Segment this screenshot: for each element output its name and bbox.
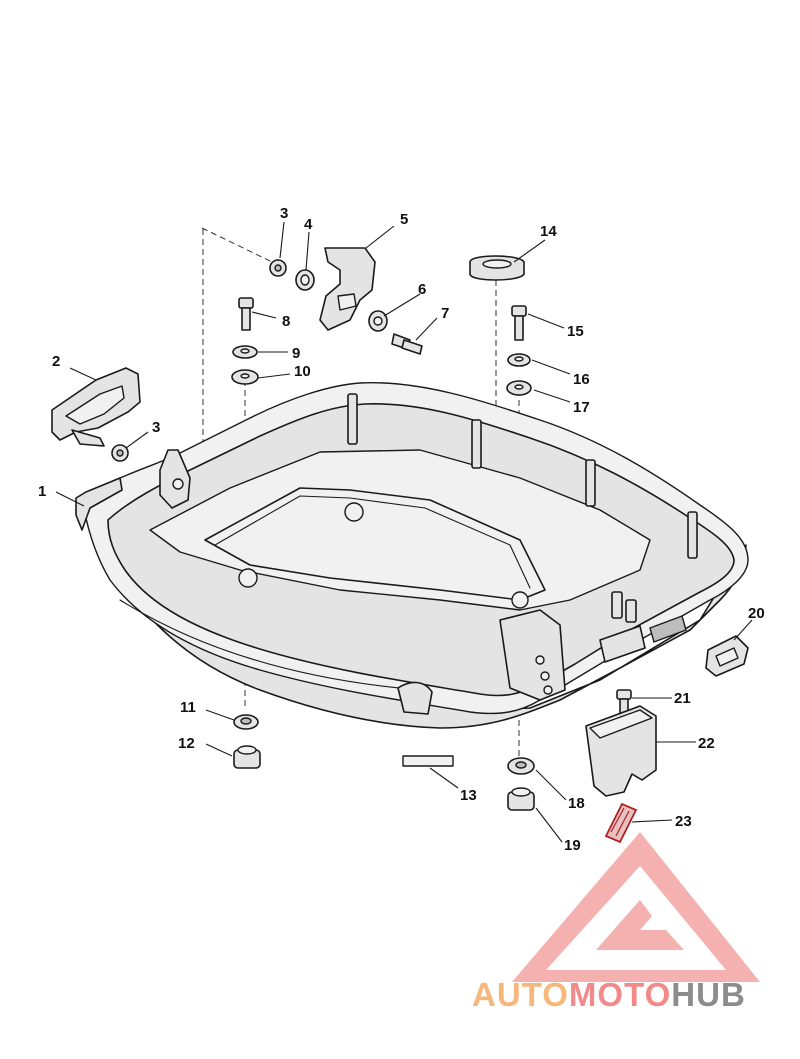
callout-13: 13 (460, 787, 477, 804)
clip-part-3-handle (111, 444, 129, 462)
bolt-part-15 (511, 305, 527, 341)
bolt-part-8 (238, 297, 254, 331)
callout-22: 22 (698, 735, 715, 752)
callout-1: 1 (38, 483, 46, 500)
washer-part-10 (231, 369, 259, 385)
callout-19: 19 (564, 837, 581, 854)
watermark-triangle-hook (596, 900, 684, 950)
callout-labels: 1 2 3 3 4 5 6 7 8 9 10 11 12 13 14 15 16… (38, 205, 765, 854)
bottom-cowl-part-1 (75, 382, 749, 729)
label-part-13 (402, 755, 454, 767)
washer-part-16 (507, 353, 531, 367)
callout-3-handle: 3 (152, 419, 160, 436)
callout-15: 15 (567, 323, 584, 340)
callout-21: 21 (674, 690, 691, 707)
watermark-logo (512, 832, 760, 982)
screw-part-21 (616, 689, 632, 716)
svg-text:AUTOMOTOHUB: AUTOMOTOHUB (472, 976, 746, 1013)
watermark-auto: AUTO (472, 976, 569, 1013)
bolt-part-7 (391, 333, 423, 355)
callout-11: 11 (180, 699, 196, 716)
handle-part-2 (51, 367, 141, 447)
bushing-part-19 (507, 787, 535, 811)
latch-plate-part-5 (319, 247, 376, 331)
washer-part-17 (506, 380, 532, 396)
grommet-part-14 (469, 255, 525, 281)
cowl-posts (347, 393, 698, 623)
callout-3-top: 3 (280, 205, 288, 222)
grommet-part-23 (604, 802, 638, 844)
watermark-moto: MOTO (569, 976, 671, 1013)
callout-18: 18 (568, 795, 585, 812)
watermark-wordmark: AUTOMOTOHUB (472, 976, 746, 1013)
callout-17: 17 (573, 399, 590, 416)
callout-23: 23 (675, 813, 692, 830)
callout-20: 20 (748, 605, 765, 622)
callout-5: 5 (400, 211, 408, 228)
callout-16: 16 (573, 371, 590, 388)
callout-9: 9 (292, 345, 300, 362)
callout-14: 14 (540, 223, 557, 240)
bushing-part-12 (233, 745, 261, 769)
washer-part-9 (232, 345, 258, 359)
washer-part-6 (368, 310, 388, 332)
grommet-part-18 (507, 757, 535, 775)
callout-6: 6 (418, 281, 426, 298)
grommet-part-11 (233, 714, 259, 730)
ring-part-4 (295, 269, 315, 291)
callout-2: 2 (52, 353, 60, 370)
callout-7: 7 (441, 305, 449, 322)
cover-part-22 (585, 705, 657, 797)
watermark-hub: HUB (671, 976, 746, 1013)
callout-12: 12 (178, 735, 195, 752)
callout-4: 4 (304, 216, 313, 233)
callout-10: 10 (294, 363, 311, 380)
leader-lines (55, 221, 753, 843)
clip-part-3-top (269, 259, 287, 277)
clip-part-20 (705, 635, 749, 677)
callout-8: 8 (282, 313, 290, 330)
